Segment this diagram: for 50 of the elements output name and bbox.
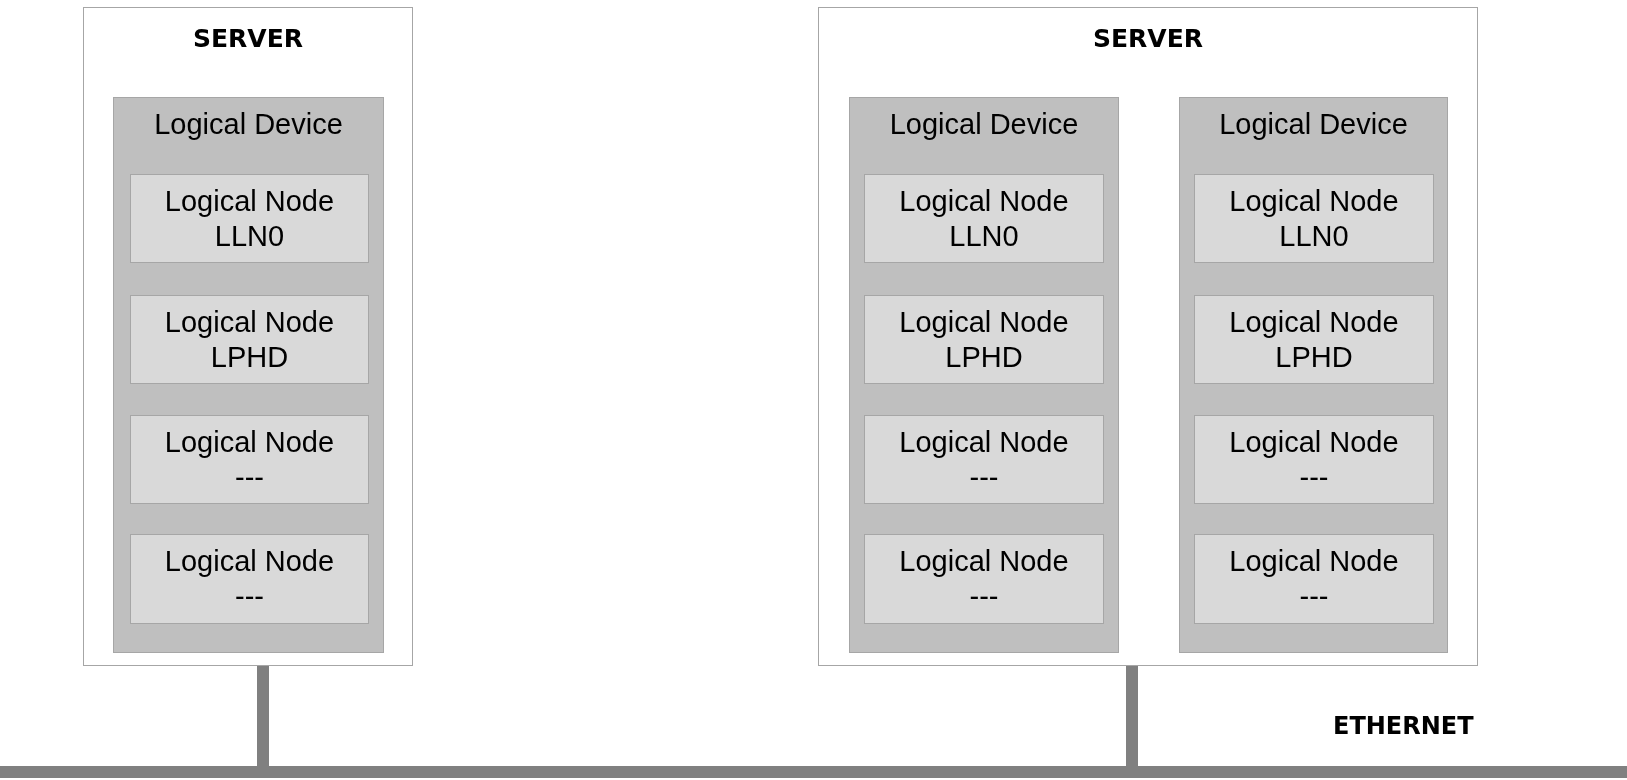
logical-node-box [864,415,1104,504]
logical-node-box [1194,174,1434,263]
logical-node-box [1194,534,1434,624]
logical-device-box [849,97,1119,653]
logical-node-box [130,415,369,504]
logical-node-box [864,295,1104,384]
logical-node-box [1194,295,1434,384]
logical-node-box [130,534,369,624]
node-title: Logical Node [899,186,1069,216]
node-name: --- [235,582,264,611]
node-title: Logical Node [899,307,1069,337]
network-connector [257,666,269,766]
node-title: Logical Node [1229,186,1399,216]
node-title: Logical Node [164,307,335,337]
device-title: Logical Device [153,110,344,139]
device-title: Logical Device [888,110,1080,139]
server-box [83,7,413,666]
node-title: Logical Node [1229,547,1399,576]
server-box [818,7,1478,666]
network-connector [1126,666,1138,766]
node-name: LPHD [945,342,1023,372]
node-name: LPHD [1275,342,1353,372]
node-title: Logical Node [164,547,335,576]
node-name: LPHD [210,342,289,372]
server-title: SERVER [1092,26,1204,51]
bus-label: ETHERNET [1333,714,1474,738]
device-title: Logical Device [1218,110,1409,139]
node-name: --- [235,462,264,492]
node-title: Logical Node [1229,427,1399,457]
node-name: --- [969,582,999,611]
node-name: --- [969,462,999,492]
node-name: LLN0 [949,221,1019,251]
node-title: Logical Node [1229,307,1399,337]
logical-node-box [1194,415,1434,504]
node-name: --- [1299,462,1329,492]
logical-node-box [864,174,1104,263]
node-title: Logical Node [899,427,1069,457]
server-title: SERVER [192,26,304,51]
logical-device-box [1179,97,1448,653]
node-title: Logical Node [899,547,1069,576]
logical-device-box [113,97,384,653]
node-title: Logical Node [164,186,335,216]
node-title: Logical Node [164,427,335,457]
node-name: --- [1299,582,1329,611]
node-name: LLN0 [214,221,285,251]
node-name: LLN0 [1279,221,1349,251]
network-bus-bar [0,766,1627,778]
logical-node-box [130,174,369,263]
logical-node-box [130,295,369,384]
logical-node-box [864,534,1104,624]
